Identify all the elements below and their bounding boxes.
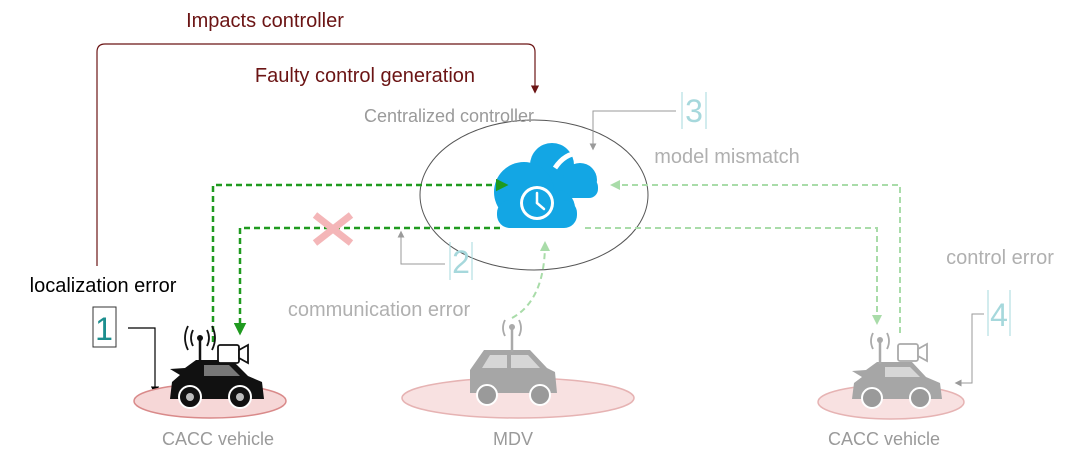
camera-icon xyxy=(897,342,928,363)
vehicle-right-label: CACC vehicle xyxy=(828,429,940,449)
communication-error-label: communication error xyxy=(288,299,471,321)
cross-icon xyxy=(312,212,354,246)
localization-error-label: localization error xyxy=(30,275,177,297)
cloud-clock-icon xyxy=(494,143,598,228)
antenna-icon xyxy=(502,319,522,352)
marker-1: 1 xyxy=(92,306,117,348)
marker-2-text: 2 xyxy=(452,244,470,280)
marker-2: 2 xyxy=(449,242,473,280)
vehicle-right: CACC vehicle xyxy=(817,332,965,449)
downlink-left xyxy=(233,226,500,336)
controller-label: Centralized controller xyxy=(364,106,534,126)
impacts-controller-label: Impacts controller xyxy=(186,10,344,32)
vehicle-middle: MDV xyxy=(401,319,635,449)
car-icon xyxy=(852,362,942,409)
vehicle-middle-label: MDV xyxy=(493,429,533,449)
car-icon xyxy=(170,360,264,409)
antenna-icon xyxy=(184,325,216,362)
faulty-control-label: Faulty control generation xyxy=(255,65,475,87)
downlink-right xyxy=(585,227,882,325)
marker-3: 3 xyxy=(681,92,707,129)
marker-4-text: 4 xyxy=(990,297,1008,333)
communication-error-arrow xyxy=(397,230,445,265)
vehicle-left-label: CACC vehicle xyxy=(162,429,274,449)
uplink-middle xyxy=(511,241,550,319)
marker-3-text: 3 xyxy=(685,93,703,129)
antenna-icon xyxy=(870,332,890,364)
model-mismatch-label: model mismatch xyxy=(654,146,800,168)
control-error-arrow xyxy=(954,313,984,387)
uplink-right xyxy=(610,180,901,333)
camera-icon xyxy=(217,343,249,365)
model-mismatch-arrow xyxy=(589,110,676,151)
uplink-left xyxy=(211,178,509,342)
vehicle-left: CACC vehicle xyxy=(133,325,287,449)
marker-1-text: 1 xyxy=(95,311,113,347)
localization-error-arrow xyxy=(128,327,160,395)
marker-4: 4 xyxy=(987,290,1011,336)
control-error-label: control error xyxy=(946,247,1054,269)
controller-ellipse xyxy=(419,119,649,271)
suv-icon xyxy=(470,350,557,406)
impacts-controller-arrow xyxy=(96,43,540,266)
